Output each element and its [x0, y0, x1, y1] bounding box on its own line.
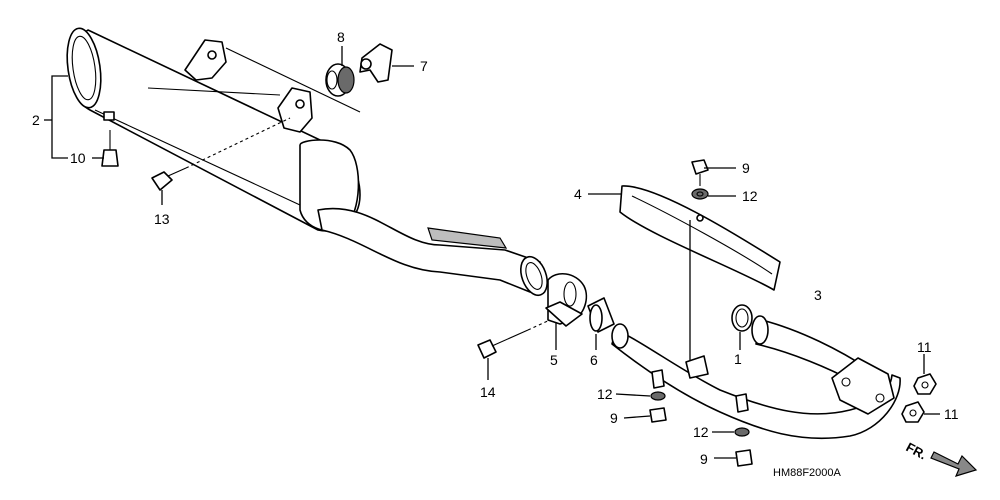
callout-9-top: 9: [742, 160, 750, 176]
diagram-code: HM88F2000A: [773, 467, 842, 479]
arrow-right-icon: [930, 451, 978, 477]
callout-8: 8: [337, 29, 345, 45]
part-10-bolt: [101, 130, 119, 167]
part-8-grommet: [325, 63, 355, 97]
part-9-bolt: [735, 449, 753, 467]
tail-pipe: [317, 207, 548, 297]
callout-7: 7: [420, 58, 428, 74]
callout-3: 3: [814, 287, 822, 303]
callout-9-middle: 9: [610, 410, 618, 426]
leader-lines: [44, 46, 940, 459]
part-11-nut: [913, 373, 937, 395]
part-13-bolt: [151, 117, 291, 191]
part-12-washer: [650, 391, 666, 401]
front-direction-arrow: FR.: [904, 439, 978, 477]
callout-2: 2: [32, 112, 40, 128]
callout-10: 10: [70, 150, 86, 166]
part-4-heat-protector: [619, 185, 781, 291]
callout-5: 5: [550, 352, 558, 368]
part-12-washer: [734, 427, 750, 437]
callout-13: 13: [154, 211, 170, 227]
callout-1: 1: [734, 351, 742, 367]
part-11-nut: [901, 401, 925, 423]
callout-4: 4: [574, 186, 582, 202]
muffler: [66, 27, 361, 232]
part-3-exhaust-pipe: [611, 315, 901, 440]
callout-12-bottom: 12: [693, 424, 709, 440]
part-9-bolt: [649, 407, 667, 423]
callout-11-top: 11: [917, 339, 932, 355]
direction-label: FR.: [904, 439, 930, 462]
callout-11-bottom: 11: [944, 406, 959, 422]
callout-12-top: 12: [742, 188, 758, 204]
part-12-washer: [691, 188, 709, 200]
callout-14: 14: [480, 384, 496, 400]
part-5-clamp: [545, 273, 588, 327]
part-7-bracket: [359, 43, 393, 83]
part-1-gasket: [731, 304, 753, 332]
callout-9-bottom: 9: [700, 451, 708, 467]
callout-12-middle: 12: [597, 386, 613, 402]
part-6-sleeve: [587, 297, 615, 333]
callout-6: 6: [590, 352, 598, 368]
callout-labels: 1 2 3 4 5 6 7 8 9 9 9 10 11 11 12 12 12 …: [32, 29, 959, 467]
part-9-bolt: [691, 159, 709, 186]
part-14-bolt: [477, 319, 551, 359]
